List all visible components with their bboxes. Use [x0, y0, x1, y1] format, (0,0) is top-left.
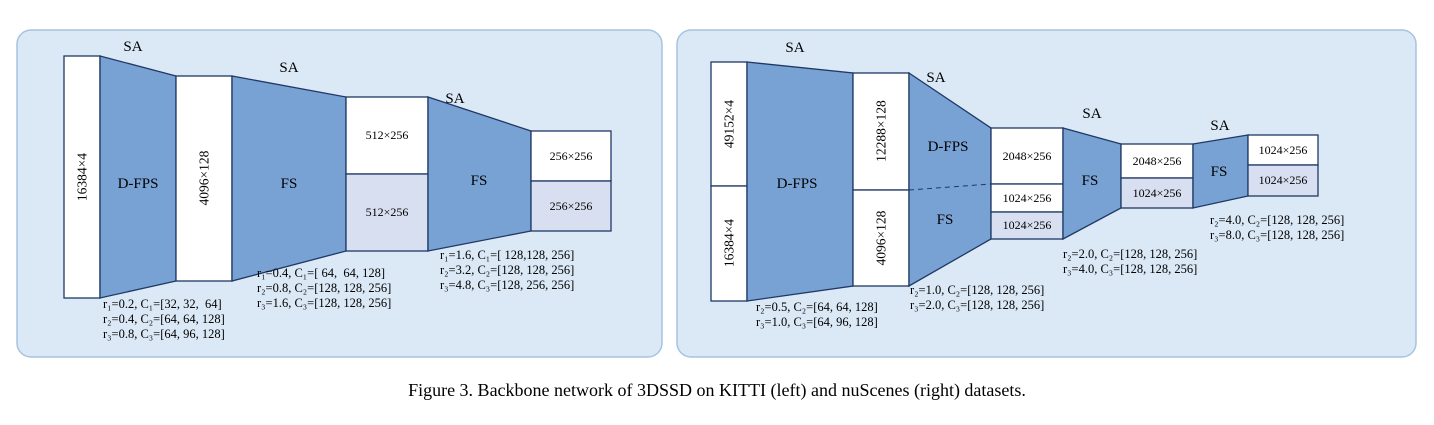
nusc-sa4-out-box-bottom [1247, 164, 1319, 197]
sa-params-line: r₃=0.8, C₃=[64, 96, 128] [103, 327, 225, 341]
nusc-sa2-out-box-3 [990, 211, 1064, 240]
box-label: 1024×256 [1259, 173, 1308, 187]
sa-params-line: r₃=4.0, C₃=[128, 128, 256] [1063, 262, 1197, 276]
sa-label: SA [785, 40, 804, 56]
nusc-sa3-out-box-bottom [1120, 177, 1194, 209]
sa-label: SA [1210, 118, 1229, 134]
nusc-sa4-out-box-top [1247, 134, 1319, 166]
nusc-sa1-out-box-top [852, 72, 910, 191]
kitti-sa3-out-box-bottom [530, 180, 612, 232]
op-label-dfps: D-FPS [777, 176, 818, 192]
box-label: 2048×256 [1133, 154, 1182, 168]
op-label-fs: FS [281, 176, 298, 192]
box-label: 256×256 [550, 149, 593, 163]
sa-params-line: r₂=0.5, C₂=[64, 64, 128] [756, 300, 878, 314]
nusc-input-box-bottom [710, 185, 748, 302]
sa-params-line: r₂=4.0, C₂=[128, 128, 256] [1210, 213, 1344, 227]
box-label: 256×256 [550, 199, 593, 213]
nusc-input-box-top [710, 61, 748, 187]
sa-params-line: r₃=1.0, C₃=[64, 96, 128] [756, 315, 878, 329]
box-label: 1024×256 [1133, 186, 1182, 200]
sa-params-line: r₂=1.0, C₂=[128, 128, 256] [910, 283, 1044, 297]
op-label-dfps: D-FPS [928, 139, 969, 155]
sa-label: SA [926, 70, 945, 86]
kitti-sa2-out-box-top [345, 96, 429, 175]
figure-caption: Figure 3. Backbone network of 3DSSD on K… [408, 380, 1026, 400]
dfps-fs-divider [908, 183, 992, 191]
sa-label: SA [123, 39, 142, 55]
box-label: 16384×4 [722, 219, 737, 267]
box-label: 12288×128 [874, 100, 889, 162]
nusc-sa3-out-box-top [1120, 143, 1194, 179]
sa-params-line: r₂=3.2, C₂=[128, 128, 256] [440, 263, 574, 277]
sa-params-line: r₂=0.4, C₂=[64, 64, 128] [103, 312, 225, 326]
sa-params-line: r₃=8.0, C₃=[128, 128, 256] [1210, 228, 1344, 242]
sa-params-line: r₁=0.2, C₁=[32, 32, 64] [103, 297, 222, 311]
box-label: 4096×128 [197, 150, 212, 205]
kitti-diagram: SA SA SA D-FPS FS FS 16384×4 4096×128 51… [16, 29, 663, 358]
kitti-input-box [63, 55, 101, 299]
box-label: 512×256 [366, 205, 409, 219]
op-label-fs: FS [471, 173, 488, 189]
backbone-diagram: SA SA SA D-FPS FS FS 16384×4 4096×128 51… [16, 29, 1417, 358]
nusc-sa1-out-box-bottom [852, 189, 910, 287]
sa-label: SA [445, 91, 464, 107]
box-label: 1024×256 [1259, 143, 1308, 157]
box-label: 1024×256 [1003, 218, 1052, 232]
box-label: 16384×4 [75, 153, 90, 201]
box-label: 512×256 [366, 128, 409, 142]
box-label: 49152×4 [722, 100, 737, 148]
op-label-fs: FS [937, 212, 954, 228]
kitti-sa3-out-box-top [530, 130, 612, 182]
sa-params-line: r₃=4.8, C₃=[128, 256, 256] [440, 278, 574, 292]
sa-label: SA [1082, 106, 1101, 122]
box-label: 4096×128 [874, 210, 889, 265]
kitti-sa2-out-box-bottom [345, 173, 429, 252]
sa-params-line: r₁=0.4, C₁=[ 64, 64, 128] [257, 266, 385, 280]
op-label-dfps: D-FPS [118, 176, 159, 192]
op-label-fs: FS [1211, 164, 1228, 180]
sa-params-line: r₂=2.0, C₂=[128, 128, 256] [1063, 247, 1197, 261]
box-label: 1024×256 [1003, 191, 1052, 205]
op-label-fs: FS [1082, 173, 1099, 189]
sa-params-line: r₁=1.6, C₁=[ 128,128, 256] [440, 248, 574, 262]
sa-params-line: r₃=1.6, C₃=[128, 128, 256] [257, 296, 391, 310]
box-label: 2048×256 [1003, 149, 1052, 163]
nuscenes-diagram: SA SA SA SA D-FPS D-FPS FS FS FS 49152×4… [676, 29, 1417, 358]
sa-params-line: r₃=2.0, C₃=[128, 128, 256] [910, 298, 1044, 312]
sa-params-line: r₂=0.8, C₂=[128, 128, 256] [257, 281, 391, 295]
nusc-sa2-out-box-2 [990, 183, 1064, 213]
sa-label: SA [279, 60, 298, 76]
nusc-sa2-out-box-1 [990, 127, 1064, 185]
